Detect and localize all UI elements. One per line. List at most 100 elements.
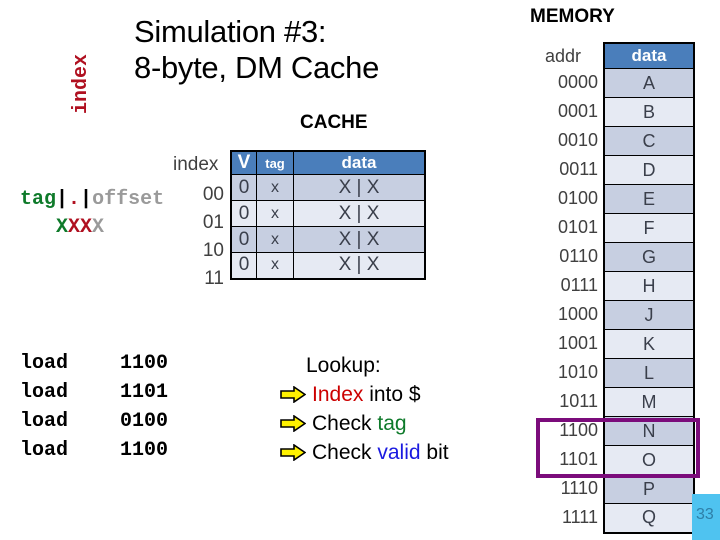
table-row: A	[603, 68, 695, 98]
lookup-step-text: Check valid bit	[312, 441, 449, 465]
load-arg: 1100	[120, 352, 169, 375]
cache-header-row: V tag data	[230, 150, 426, 175]
memory-cell-data: B	[603, 97, 695, 127]
address-breakdown-diagram: index tag|.|offset XXXX	[8, 53, 218, 239]
table-row: 0 x X | X	[230, 252, 426, 279]
lookup-step-suffix: into $	[363, 382, 421, 406]
bits-tag: X	[56, 216, 69, 239]
right-arrow-icon	[280, 415, 306, 432]
list-item: Check valid bit	[280, 438, 520, 467]
table-row: H	[603, 271, 695, 301]
memory-addr: 1000	[557, 304, 598, 324]
table-row: M	[603, 387, 695, 417]
memory-addr: 1111	[561, 507, 598, 527]
field-index-dot: .	[68, 188, 81, 211]
memory-cell-data: F	[603, 213, 695, 243]
lookup-step-text: Index into $	[312, 383, 421, 407]
table-row: E	[603, 184, 695, 214]
memory-cell-data: Q	[603, 503, 695, 533]
lookup-step-keyword: valid	[377, 440, 421, 464]
right-arrow-icon	[280, 386, 306, 403]
load-op: load	[20, 410, 69, 433]
table-row: F	[603, 213, 695, 243]
load-op: load	[20, 439, 69, 462]
table-row: J	[603, 300, 695, 330]
cache-cell-tag: x	[256, 226, 294, 253]
field-tag-label: tag	[20, 188, 57, 211]
load-op: load	[20, 381, 69, 404]
right-arrow-icon	[280, 444, 306, 461]
memory-col-data: data	[603, 42, 695, 69]
table-row: Q	[603, 503, 695, 533]
memory-addr: 0111	[560, 275, 598, 295]
memory-addr: 0010	[557, 130, 598, 150]
memory-cell-data: E	[603, 184, 695, 214]
cache-cell-v: 0	[230, 226, 257, 253]
cache-row-index: 00	[202, 184, 224, 205]
memory-addr: 1100	[559, 420, 598, 440]
table-row: G	[603, 242, 695, 272]
load-op: load	[20, 352, 69, 375]
cache-row-index: 01	[202, 212, 224, 233]
memory-title: MEMORY	[530, 6, 615, 27]
memory-cell-data: K	[603, 329, 695, 359]
memory-addr: 1001	[557, 333, 598, 353]
cache-cell-data: X | X	[293, 252, 426, 279]
table-row: 0 x X | X	[230, 226, 426, 253]
memory-cell-data: G	[603, 242, 695, 272]
lookup-steps-block: Lookup: Index into $ Check tag Check val…	[280, 352, 520, 467]
table-row: K	[603, 329, 695, 359]
memory-cell-data: L	[603, 358, 695, 388]
memory-addr: 1011	[559, 391, 598, 411]
memory-cell-data: A	[603, 68, 695, 98]
lookup-step-suffix: bit	[420, 440, 449, 464]
cache-cell-tag: x	[256, 200, 294, 227]
cache-cell-v: 0	[230, 200, 257, 227]
list-item: Check tag	[280, 409, 520, 438]
memory-header-row: data	[603, 42, 695, 69]
memory-addr: 0000	[557, 72, 598, 92]
table-row: C	[603, 126, 695, 156]
memory-cell-data: M	[603, 387, 695, 417]
memory-cell-data: C	[603, 126, 695, 156]
lookup-step-text: Check tag	[312, 412, 407, 436]
table-row: D	[603, 155, 695, 185]
cache-cell-tag: x	[256, 174, 294, 201]
table-row: O	[603, 445, 695, 475]
cache-row-index: 11	[204, 268, 224, 289]
load-arg: 0100	[120, 410, 169, 433]
title-line-2: 8-byte, DM Cache	[134, 50, 380, 85]
memory-cell-data: N	[603, 416, 695, 446]
memory-addr: 0001	[557, 101, 598, 121]
memory-addr: 0100	[557, 188, 598, 208]
field-separator-1: |	[56, 188, 69, 211]
table-row: N	[603, 416, 695, 446]
bits-index: XX	[68, 216, 93, 239]
cache-table: V tag data 0 x X | X 0 x X | X 0 x X | X…	[230, 150, 426, 280]
cache-cell-v: 0	[230, 174, 257, 201]
lookup-step-keyword: Index	[312, 382, 364, 406]
load-arg: 1100	[120, 439, 169, 462]
memory-addr-column-header: addr	[545, 46, 582, 66]
address-field-line: tag|.|offset	[20, 188, 164, 211]
lookup-step-prefix: Check	[312, 411, 378, 435]
cache-col-v: V	[230, 150, 257, 175]
list-item: Index into $	[280, 380, 520, 409]
cache-cell-tag: x	[256, 252, 294, 279]
rotated-index-label: index	[70, 53, 93, 114]
memory-cell-data: H	[603, 271, 695, 301]
cache-cell-data: X | X	[293, 226, 426, 253]
load-arg: 1101	[120, 381, 169, 404]
memory-addr: 0011	[559, 159, 598, 179]
table-row: B	[603, 97, 695, 127]
cache-cell-v: 0	[230, 252, 257, 279]
page-title: Simulation #3: 8-byte, DM Cache	[134, 14, 494, 86]
table-row: L	[603, 358, 695, 388]
field-offset-label: offset	[92, 188, 165, 211]
memory-cell-data: D	[603, 155, 695, 185]
lookup-step-keyword: tag	[377, 411, 407, 435]
table-row: P	[603, 474, 695, 504]
cache-index-column-header: index	[173, 154, 219, 175]
memory-addr: 1010	[557, 362, 598, 382]
memory-addr: 1110	[560, 478, 598, 498]
